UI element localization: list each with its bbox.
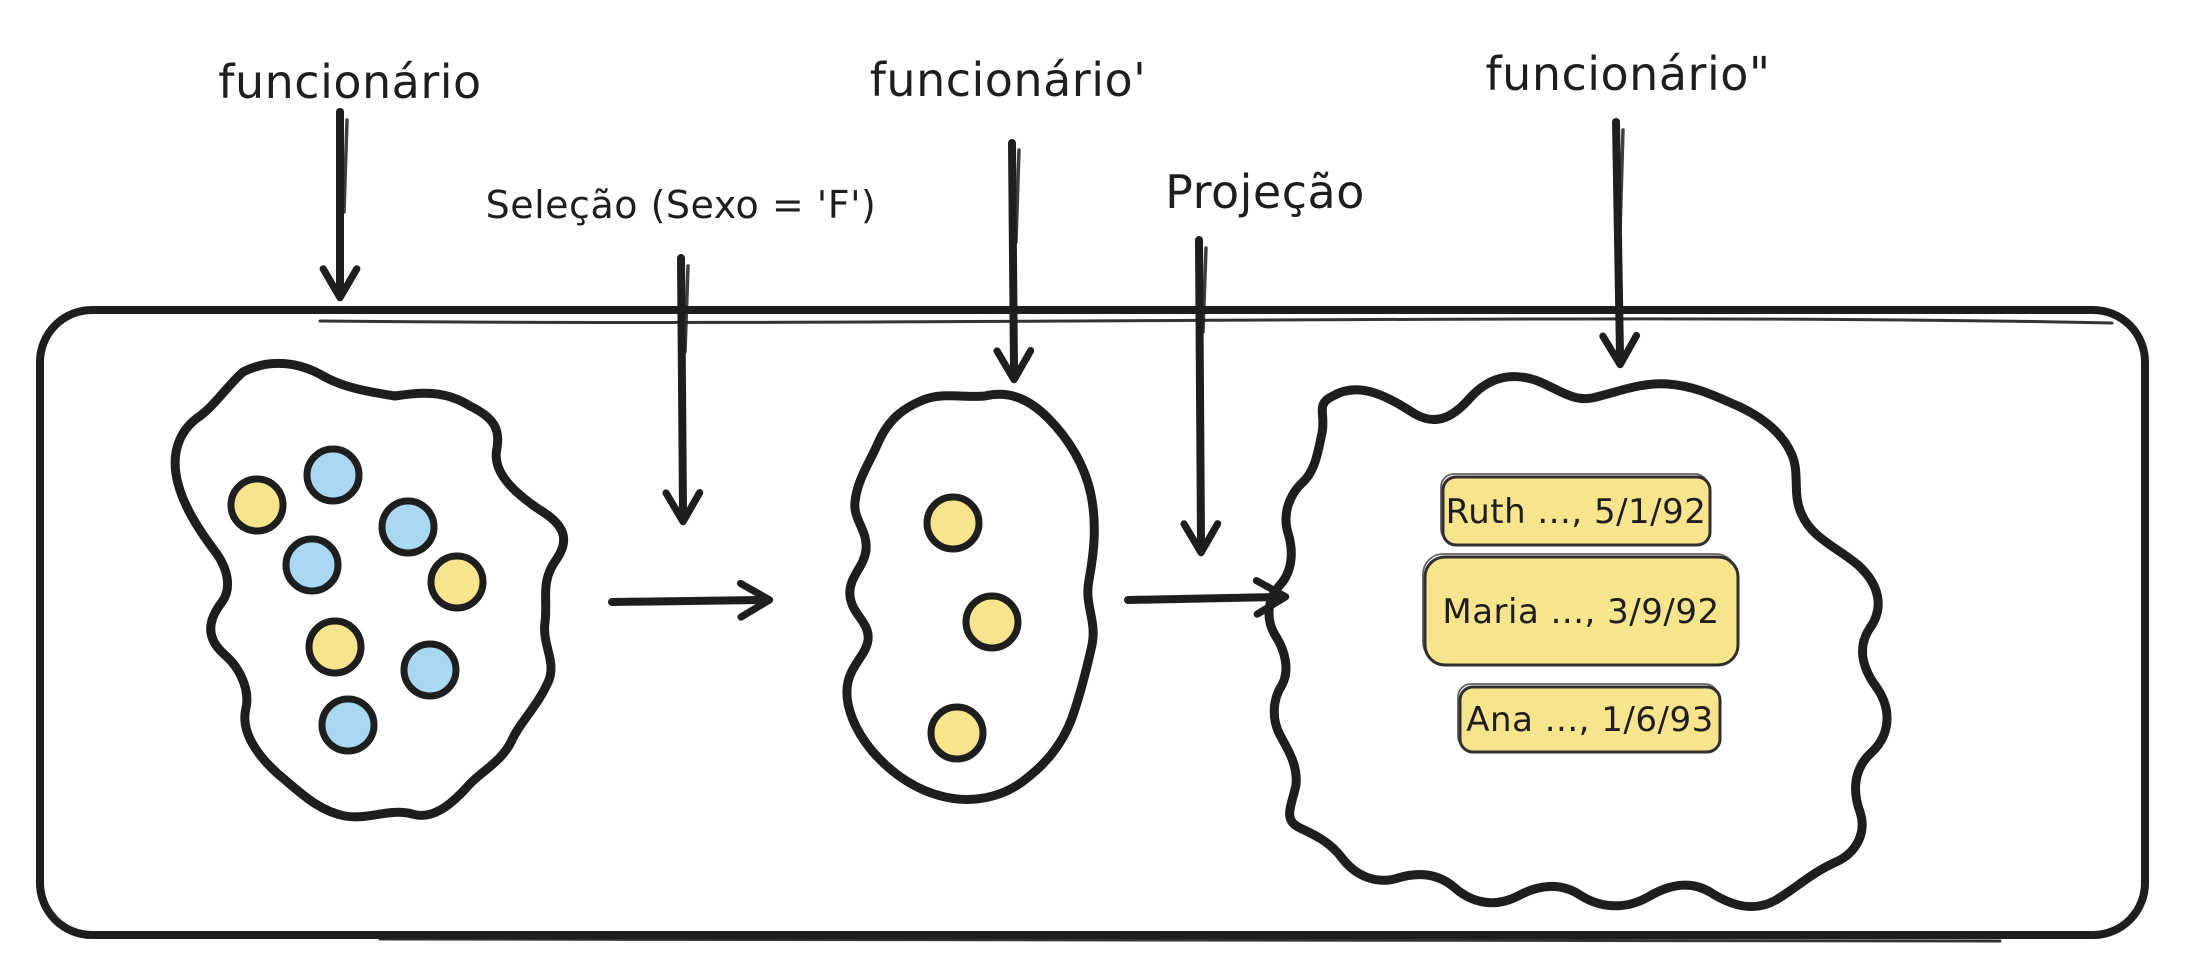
label-projecao: Projeção — [1165, 165, 1365, 219]
arrow-projecao-pointer — [1180, 236, 1222, 557]
tuple-dot-blue — [378, 497, 438, 557]
tuple-dot-yellow — [927, 703, 987, 763]
tuple-dot-yellow — [305, 617, 365, 677]
label-funcionario-double-prime: funcionário" — [1485, 47, 1770, 101]
tuple-dot-yellow — [962, 592, 1022, 652]
funcionario-dots-group — [227, 445, 487, 755]
arrow-echo — [1014, 148, 1021, 244]
arrow-funcionario-prime-pointer — [993, 139, 1035, 384]
tuple-dot-yellow — [227, 475, 287, 535]
arrow-funcionario-double-prime-pointer — [1599, 118, 1641, 369]
arrow-echo — [342, 118, 349, 214]
tuple-dot-yellow — [923, 493, 983, 553]
arrow-selecao-pointer — [662, 254, 704, 526]
arrow-projection-step — [1124, 576, 1290, 618]
label-selecao: Seleção (Sexo = 'F') — [486, 183, 877, 227]
tuple-row: Ana ..., 1/6/93 — [1457, 683, 1722, 754]
tuple-text: Ruth ..., 5/1/92 — [1446, 492, 1707, 532]
tuple-dot-blue — [303, 445, 363, 505]
tuple-dot-blue — [400, 640, 460, 700]
tuple-box — [1441, 475, 1712, 547]
boundary-bottom-echo — [378, 937, 2002, 943]
arrow-selection-step — [608, 579, 774, 621]
boundary-top-echo — [318, 317, 2114, 325]
relation-funcionario-blob — [170, 358, 569, 822]
tuple-box — [1423, 555, 1740, 667]
tuple-text: Maria ..., 3/9/92 — [1442, 592, 1719, 632]
tuple-row: Ruth ..., 5/1/92 — [1440, 473, 1712, 547]
tuple-dot-yellow — [427, 552, 487, 612]
funcionario-prime-dots-group — [923, 493, 1022, 763]
label-funcionario: funcionário — [218, 55, 481, 109]
tuple-dot-blue — [282, 535, 342, 595]
tuple-dot-blue — [318, 695, 378, 755]
label-funcionario-prime: funcionário' — [870, 53, 1147, 107]
tuple-text: Ana ..., 1/6/93 — [1466, 700, 1713, 740]
tuple-row: Maria ..., 3/9/92 — [1422, 553, 1740, 667]
database-boundary — [36, 306, 2149, 939]
relation-funcionario-prime-blob — [842, 389, 1099, 804]
arrow-echo — [683, 264, 690, 354]
arrow-echo — [1618, 128, 1625, 234]
arrow-echo — [1201, 246, 1208, 334]
tuple-box — [1458, 685, 1722, 754]
